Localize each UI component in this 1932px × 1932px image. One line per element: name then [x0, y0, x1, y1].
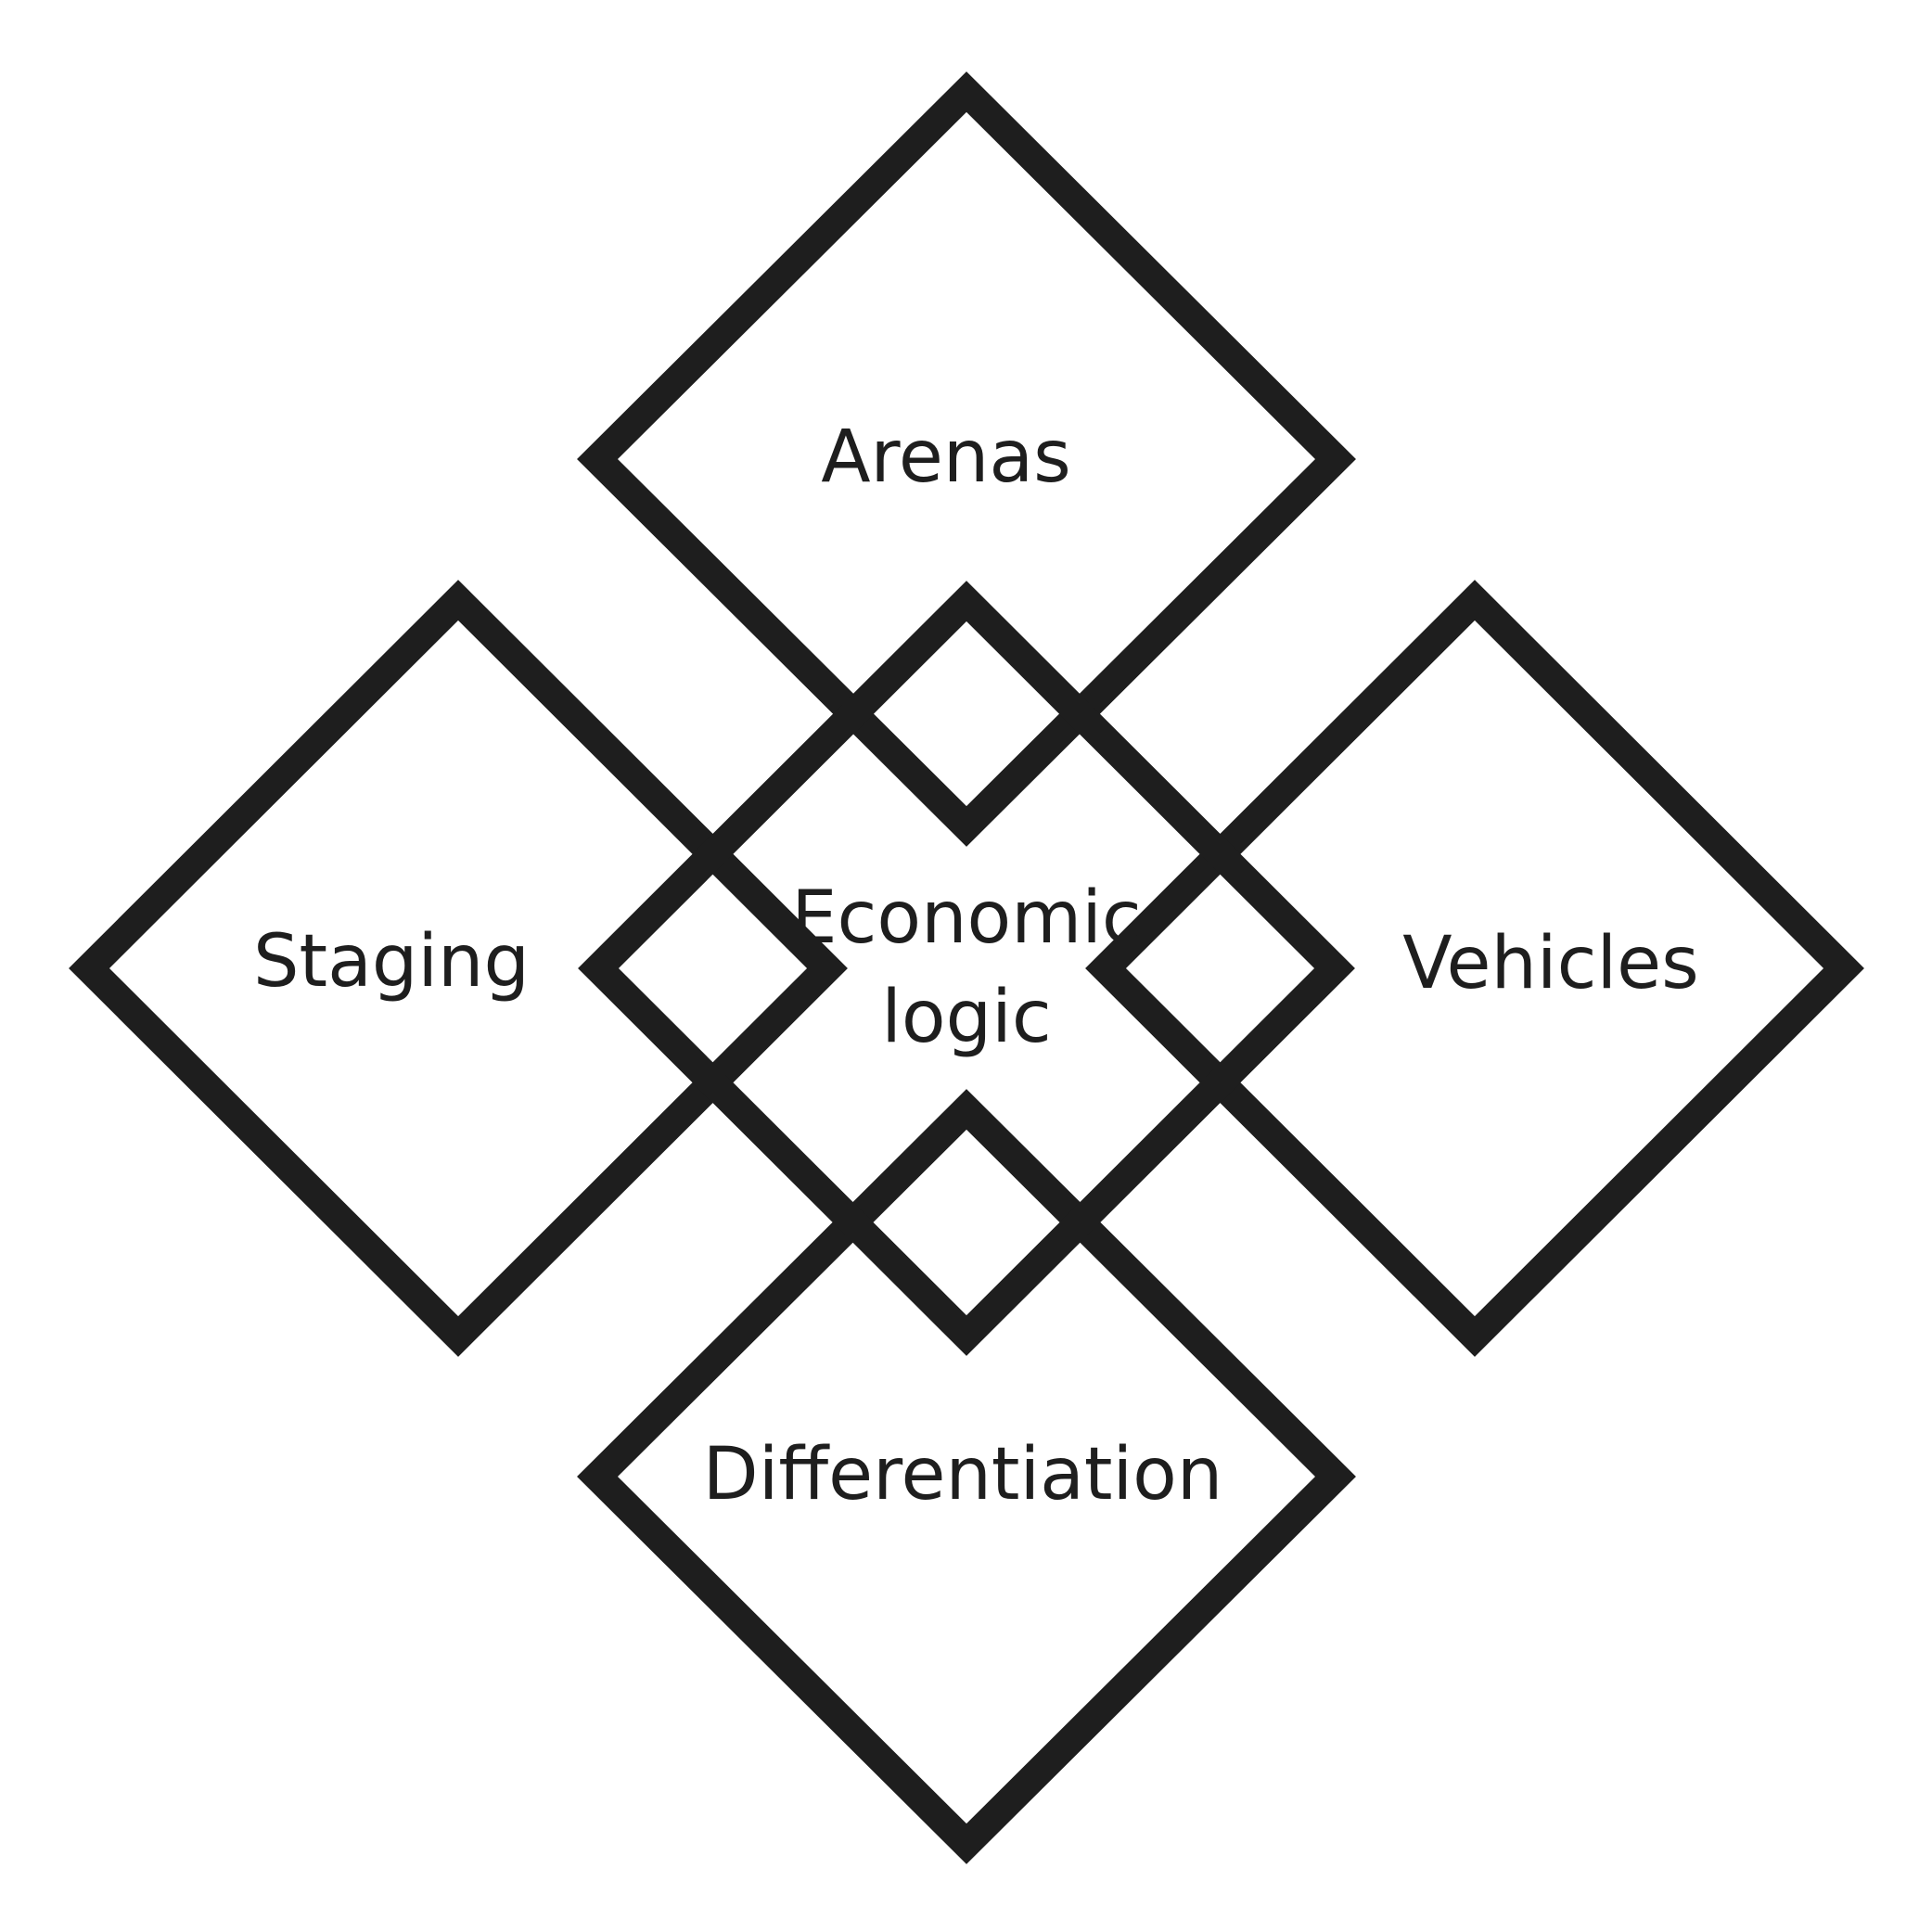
economic-logic-label-line2: logic	[881, 976, 1051, 1059]
economic-logic-diamond	[578, 581, 1355, 1356]
economic-logic-label-line1: Economic	[791, 876, 1142, 960]
arenas-label: Arenas	[821, 416, 1071, 499]
differentiation-label: Differentiation	[703, 1433, 1223, 1516]
arenas-diamond	[577, 71, 1356, 847]
staging-label: Staging	[253, 920, 530, 1004]
vehicles-label: Vehicles	[1402, 922, 1699, 1005]
differentiation-diamond	[577, 1089, 1356, 1864]
